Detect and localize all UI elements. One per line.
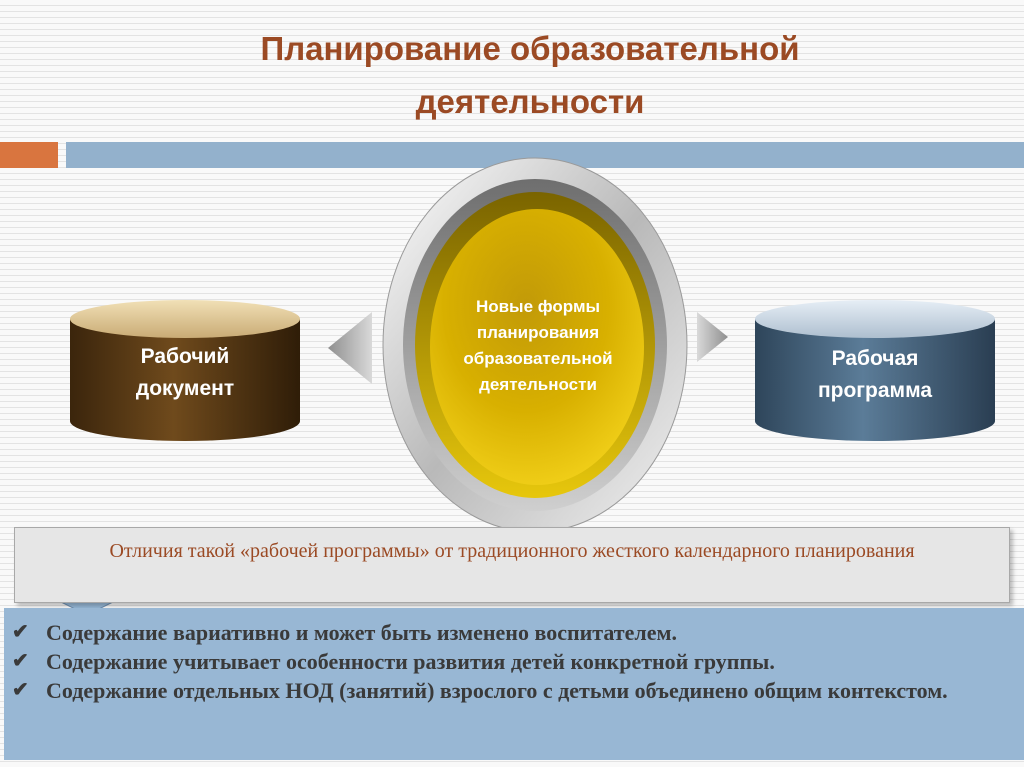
right-cylinder-label: Рабочая программа — [765, 343, 985, 407]
list-item: ✔ Содержание отдельных НОД (занятий) взр… — [8, 676, 1013, 705]
left-arrow-icon — [328, 312, 372, 384]
title-line-2: деятельности — [415, 83, 645, 120]
differences-heading: Отличия такой «рабочей программы» от тра… — [109, 540, 915, 562]
right-label-line-2: программа — [817, 379, 933, 402]
checkmark-icon: ✔ — [12, 679, 29, 701]
left-cylinder-label: Рабочий документ — [78, 341, 292, 405]
left-label-line-2: документ — [135, 377, 235, 400]
list-item-text: Содержание отдельных НОД (занятий) взрос… — [46, 678, 948, 703]
right-label-line-1: Рабочая — [831, 347, 919, 370]
accent-bar-orange — [0, 142, 58, 168]
list-item: ✔ Содержание учитывает особенности разви… — [8, 647, 1013, 676]
checkmark-icon: ✔ — [12, 650, 29, 672]
center-label-line-4: деятельности — [479, 375, 597, 394]
differences-list: ✔ Содержание вариативно и может быть изм… — [8, 618, 1013, 705]
differences-heading-box — [14, 527, 1010, 603]
center-label-line-3: образовательной — [463, 349, 613, 368]
list-item-text: Содержание вариативно и может быть измен… — [46, 620, 677, 645]
center-label-line-2: планирования — [476, 323, 600, 342]
checkmark-icon: ✔ — [12, 621, 29, 643]
page-title: Планирование образовательной деятельност… — [120, 22, 940, 128]
right-cylinder — [755, 300, 995, 441]
center-label-line-1: Новые формы — [475, 297, 601, 316]
center-circle — [382, 157, 688, 533]
right-arrow-icon — [697, 312, 728, 362]
title-line-1: Планирование образовательной — [260, 30, 800, 67]
left-cylinder — [70, 300, 300, 441]
differences-list-box — [4, 608, 1024, 760]
left-label-line-1: Рабочий — [140, 345, 230, 368]
list-item: ✔ Содержание вариативно и может быть изм… — [8, 618, 1013, 647]
list-item-text: Содержание учитывает особенности развити… — [46, 649, 775, 674]
center-circle-label: Новые формы планирования образовательной… — [418, 294, 658, 398]
